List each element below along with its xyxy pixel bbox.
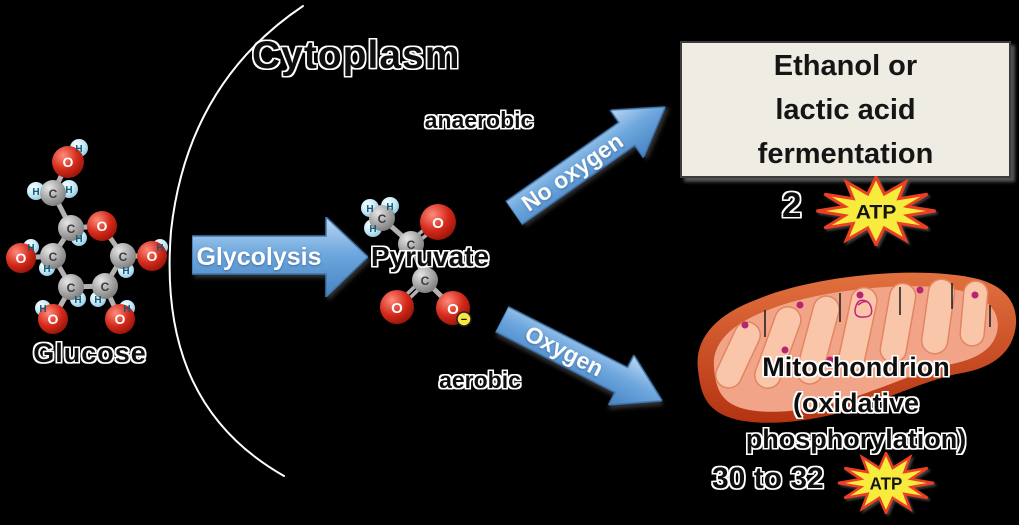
hydrogen-atom: H <box>32 187 39 198</box>
pyruvate-label: Pyruvate <box>370 241 490 272</box>
fermentation-box-line: lactic acid <box>775 93 916 126</box>
hydrogen-atom: H <box>43 264 50 275</box>
carbon-atom: C <box>49 187 58 201</box>
carbon-atom: C <box>67 222 76 236</box>
starburst-icon <box>816 176 936 246</box>
fermentation-box: Ethanol or lactic acid fermentation <box>680 41 1011 178</box>
mitochondrion-label-line: (oxidative <box>792 388 920 418</box>
pyruvate-heavy-atoms <box>369 204 470 325</box>
hydrogen-atom: H <box>74 295 81 306</box>
hydrogen-atom: H <box>75 144 82 155</box>
glycolysis-arrow: Glycolysis <box>191 215 370 299</box>
carbon-atom: C <box>67 281 76 295</box>
hydrogen-atom: H <box>39 304 46 315</box>
fermentation-box-line: Ethanol or <box>773 49 918 82</box>
atp-burst-aerobic: ATP <box>837 452 935 514</box>
oxygen-atom: O <box>48 311 59 327</box>
glucose-heavy-atoms <box>6 146 167 334</box>
hydrogen-atom: H <box>75 234 82 245</box>
oxygen-atom: O <box>97 218 108 234</box>
hydrogen-atom: H <box>122 266 129 277</box>
pyruvate-atom-labels: C C C O O O H H H − <box>366 202 467 326</box>
oxygen-atom: O <box>16 250 27 266</box>
no-oxygen-arrow: No oxygen <box>497 83 682 237</box>
atp-yield-anaerobic: 2 <box>782 186 802 225</box>
oxygen-atom: O <box>63 154 74 170</box>
mitochondrion-label-line: Mitochondrion <box>762 352 950 382</box>
carbon-atom: C <box>101 280 110 294</box>
oxygen-atom: O <box>147 248 158 264</box>
glycolysis-arrow-label: Glycolysis <box>196 242 322 271</box>
hydrogen-atom: H <box>123 304 130 315</box>
cytoplasm-label: Cytoplasm <box>252 34 461 77</box>
carbon-atom: C <box>378 212 387 226</box>
glucose-molecule: O O O O O O C C C C C C H H H H H H H H … <box>6 139 168 334</box>
carbon-atom: C <box>49 250 58 264</box>
hydrogen-atom: H <box>27 243 34 254</box>
hydrogen-atom: H <box>65 185 72 196</box>
pyruvate-molecule: C C C O O O H H H − <box>361 197 472 327</box>
mitochondrion-cristae <box>714 278 989 389</box>
negative-charge-label: − <box>461 314 467 326</box>
mitochondrial-granules <box>741 286 979 364</box>
glucose-atom-labels: O O O O O O C C C C C C H H H H H H H H … <box>16 144 164 327</box>
oxygen-atom: O <box>432 215 444 232</box>
cristae-tick-lines <box>764 283 991 337</box>
hydrogen-atom: H <box>386 202 393 213</box>
carbon-atom: C <box>421 274 430 288</box>
atp-yield-aerobic: 30 to 32 <box>712 462 824 495</box>
atp-label: ATP <box>856 201 897 223</box>
atp-burst-anaerobic: ATP <box>816 176 936 246</box>
anaerobic-label: anaerobic <box>424 107 534 133</box>
oxygen-atom: O <box>115 311 126 327</box>
mitochondrion-label: Mitochondrion (oxidative phosphorylation… <box>690 349 1019 457</box>
aerobic-label: aerobic <box>439 367 521 393</box>
oxygen-arrow: Oxygen <box>489 294 675 426</box>
hydrogen-atom: H <box>369 224 376 235</box>
carbon-atom: C <box>119 250 128 264</box>
hydrogen-atom: H <box>366 204 373 215</box>
atp-label: ATP <box>870 473 903 493</box>
hydrogen-atom: H <box>156 243 163 254</box>
mitochondrion-label-line: phosphorylation) <box>745 424 967 454</box>
glucose-label: Glucose <box>33 338 147 368</box>
fermentation-box-line: fermentation <box>757 137 934 170</box>
negative-charge-badge <box>456 311 472 327</box>
carbon-atom: C <box>407 238 416 252</box>
oxygen-atom: O <box>447 301 459 318</box>
starburst-icon <box>837 452 935 514</box>
hydrogen-atom: H <box>94 295 101 306</box>
oxygen-atom: O <box>391 300 403 317</box>
mitochondrial-dna-icon <box>854 299 873 318</box>
mitochondrion-illustration <box>697 272 1017 423</box>
